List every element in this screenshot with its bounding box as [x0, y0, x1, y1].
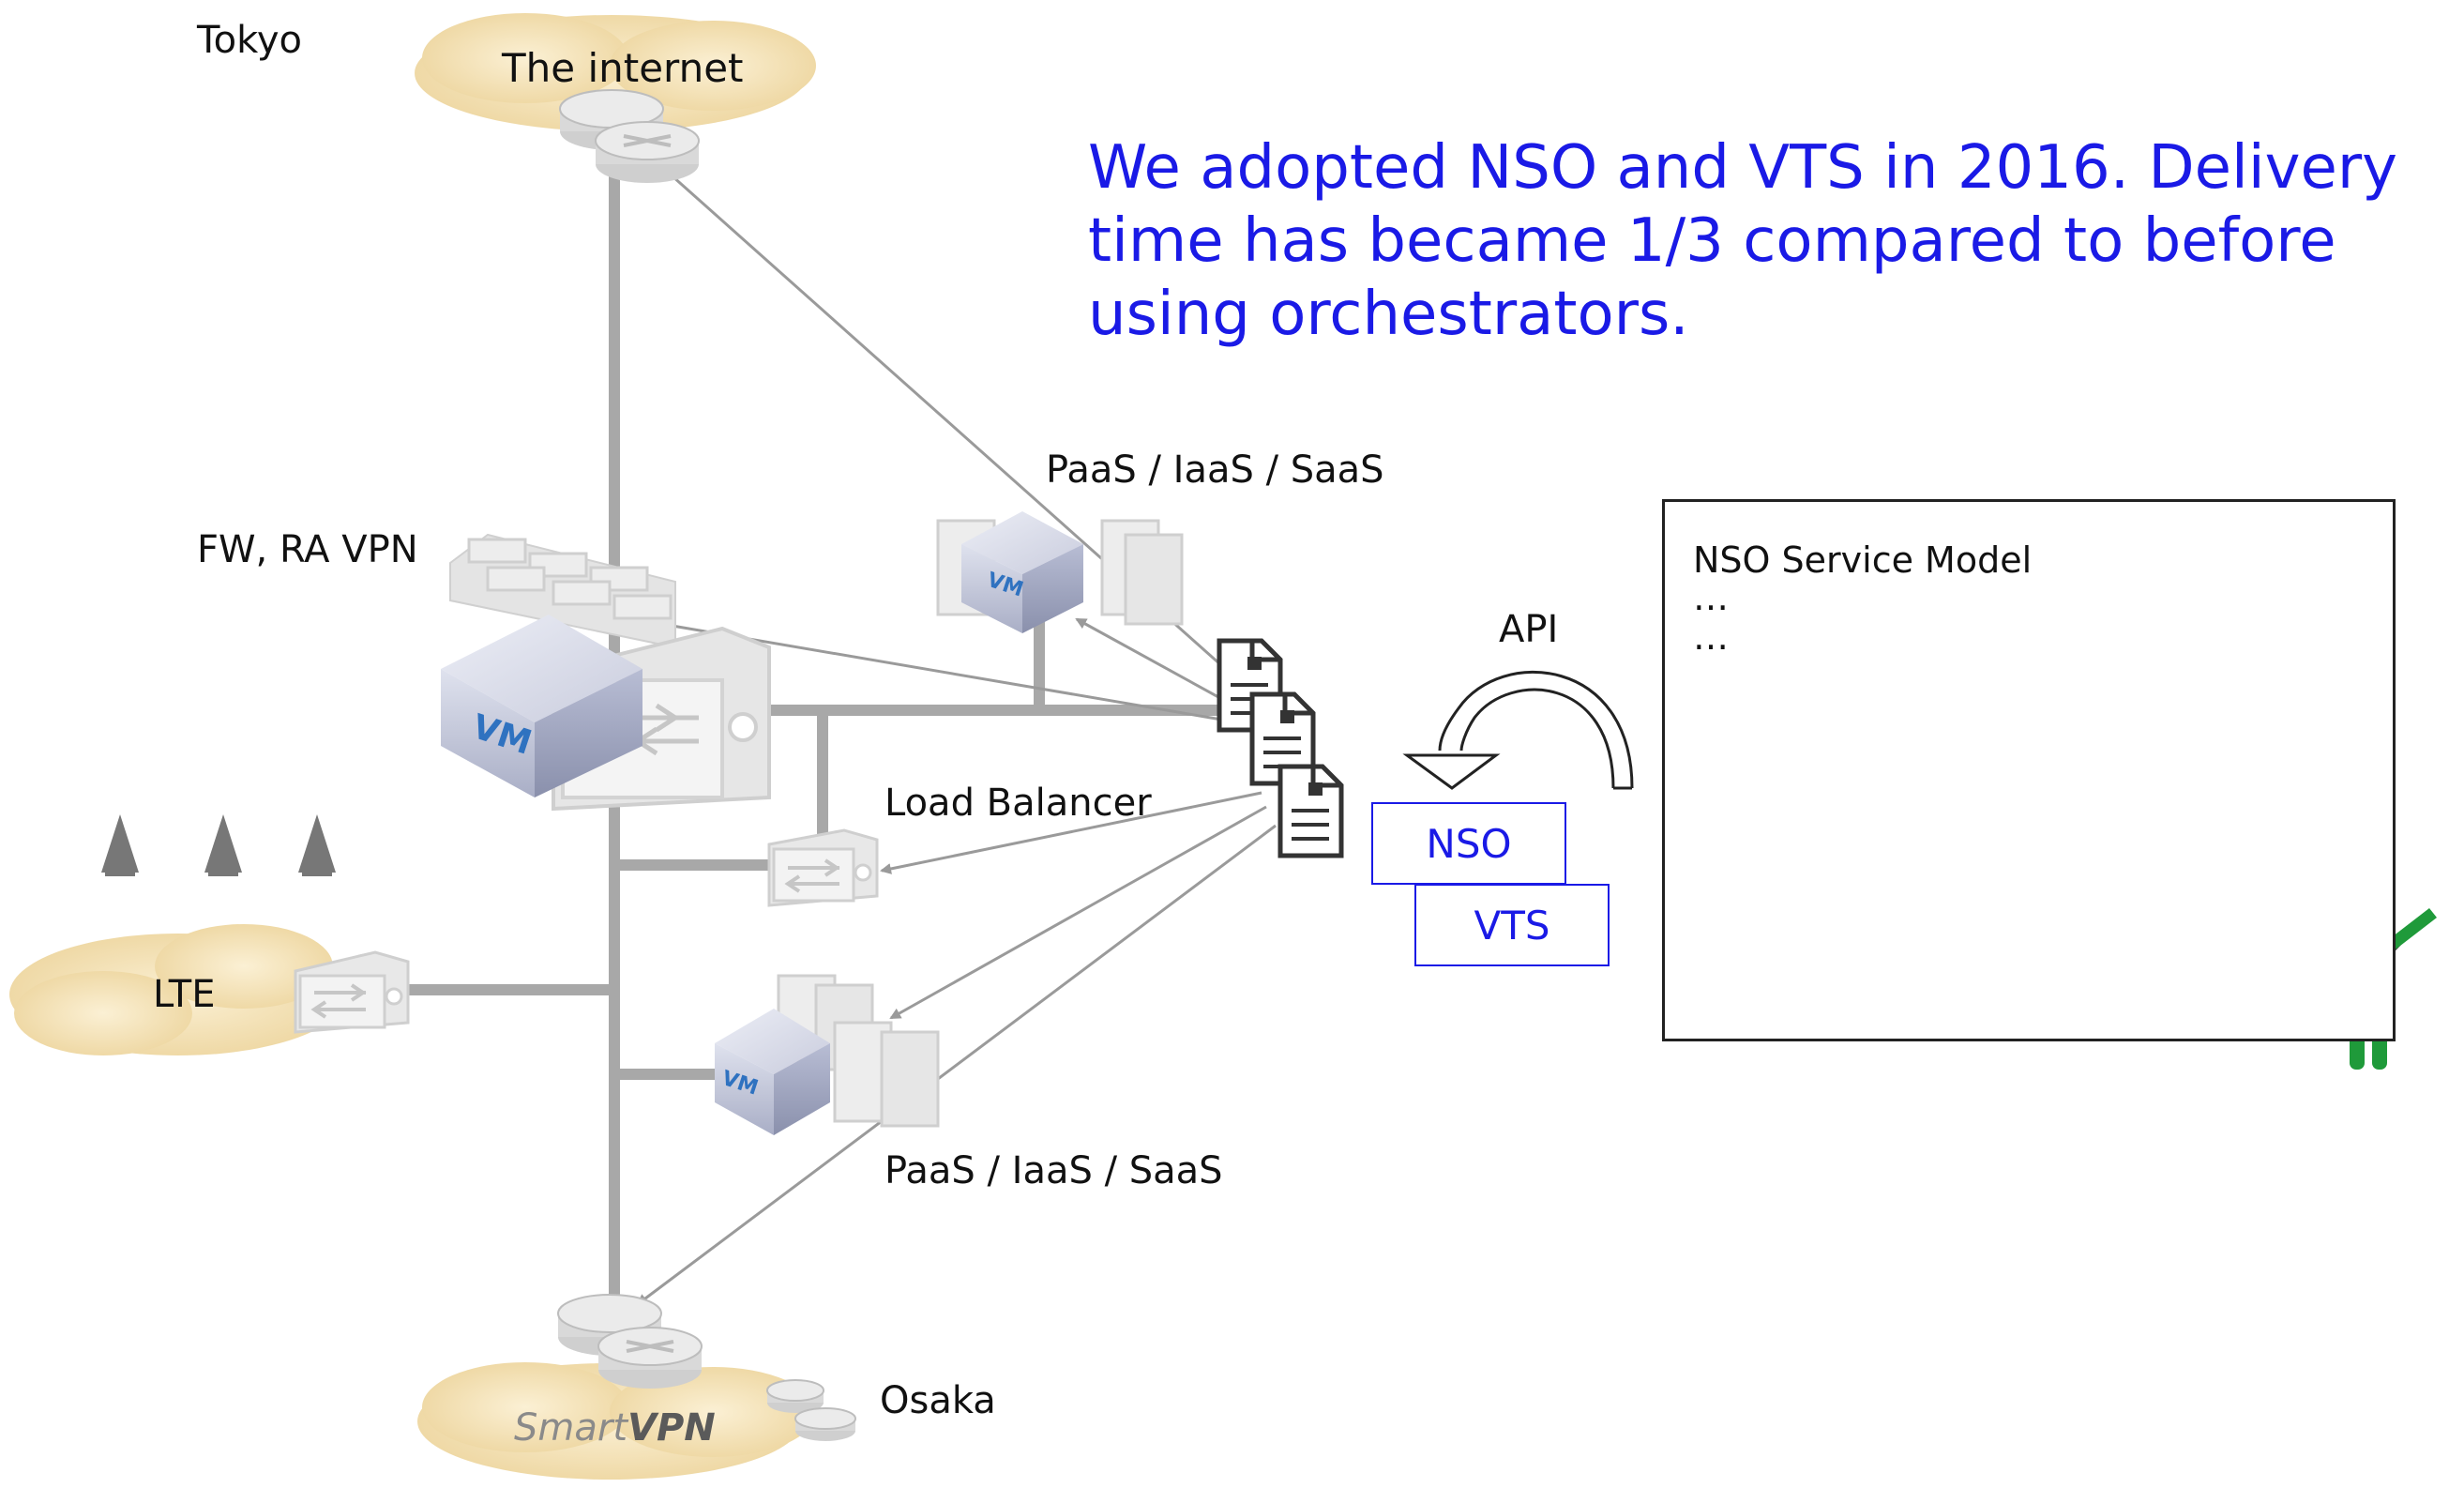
- smartvpn-label-a: Smart: [514, 1406, 628, 1450]
- lte-label: LTE: [153, 973, 216, 1016]
- smartvpn-cloud: [417, 1362, 816, 1480]
- document-icon: [1249, 691, 1316, 786]
- service-model-line-2: …: [1693, 616, 1729, 658]
- fw-label: FW, RA VPN: [197, 528, 418, 571]
- osaka-router-icon: [766, 1379, 856, 1441]
- lte-cloud: [9, 924, 347, 1055]
- api-label: API: [1499, 608, 1559, 651]
- internet-label: The internet: [502, 45, 744, 91]
- router-icon: [559, 89, 700, 183]
- firewall-icon: [449, 533, 676, 649]
- paas-top-label: PaaS / IaaS / SaaS: [1046, 448, 1384, 492]
- router-icon: [557, 1294, 703, 1389]
- load-balancer-icon: [767, 828, 879, 907]
- smartvpn-label: SmartVPN: [514, 1406, 716, 1450]
- service-model-board: NSO Service Model … …: [1662, 499, 2396, 1041]
- load-balancer-label: Load Balancer: [884, 782, 1152, 825]
- vm-cube-icon: [441, 615, 642, 797]
- location-tokyo: Tokyo: [197, 19, 302, 62]
- service-model-title: NSO Service Model: [1693, 539, 2033, 581]
- cell-tower-icon: [101, 814, 336, 876]
- lte-gateway-icon: [294, 950, 410, 1034]
- api-arrow: [1402, 670, 1634, 790]
- provisioning-arrows: [636, 144, 1277, 1306]
- document-icon: [1277, 764, 1344, 858]
- headline-text: We adopted NSO and VTS in 2016. Delivery…: [1088, 133, 2398, 349]
- vts-box: VTS: [1414, 884, 1610, 966]
- nso-box: NSO: [1371, 802, 1566, 885]
- smartvpn-label-b: VPN: [627, 1406, 716, 1450]
- internet-cloud: [415, 13, 816, 131]
- location-osaka: Osaka: [880, 1379, 996, 1422]
- paas-top-servers: [936, 511, 1184, 633]
- paas-bottom-label: PaaS / IaaS / SaaS: [884, 1149, 1223, 1192]
- service-model-line-1: …: [1693, 577, 1729, 618]
- paas-bottom-servers: [715, 974, 940, 1135]
